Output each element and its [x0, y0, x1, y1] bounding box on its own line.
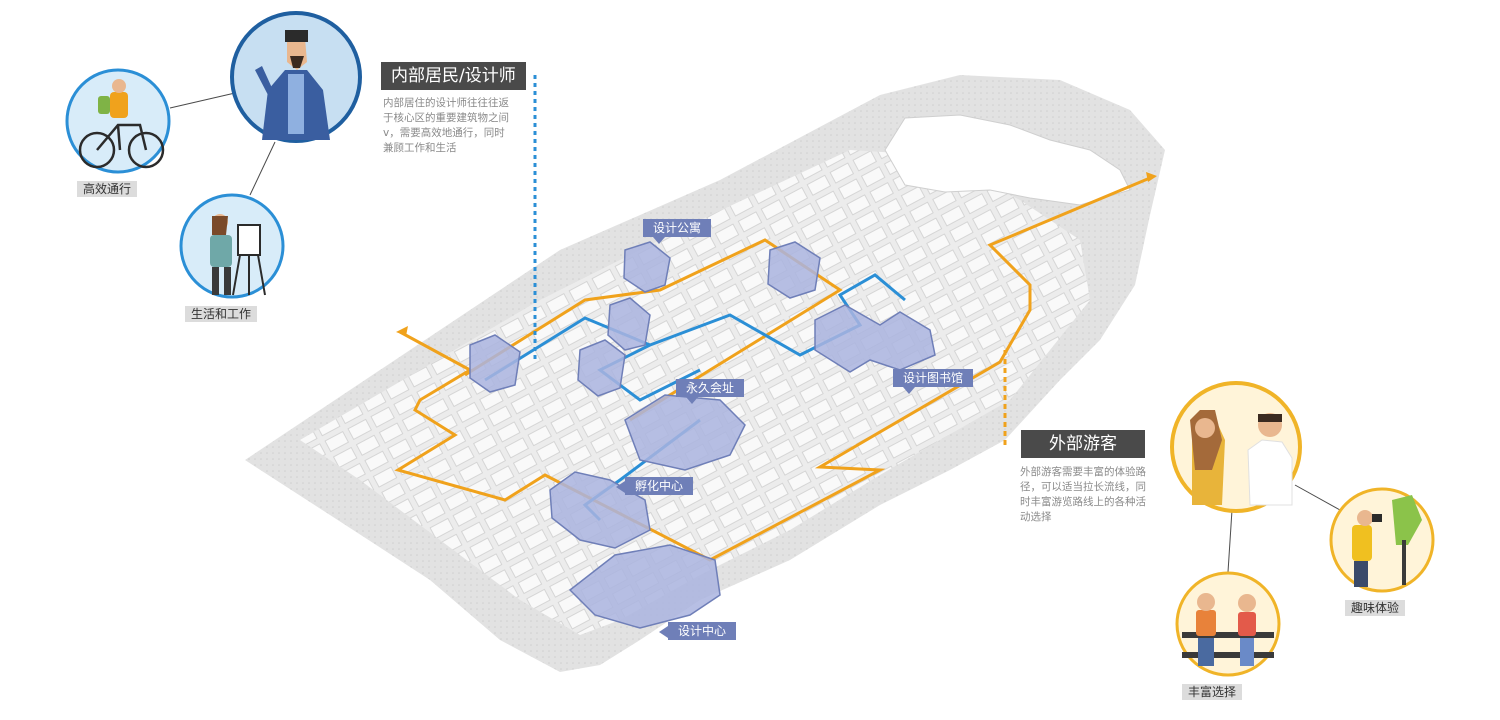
label-permanent-venue: 永久会址 [676, 379, 745, 404]
label-incubator: 孵化中心 [615, 477, 694, 495]
building-library [814, 304, 936, 373]
description-line: 内部居住的设计师往往往返 [383, 97, 509, 109]
painter-icon [179, 193, 285, 299]
building-design-center [568, 544, 721, 629]
visitors-icon [1170, 381, 1302, 513]
need-label-fun-experience: 趣味体验 [1345, 600, 1406, 616]
label-design-library: 设计图书馆 [893, 369, 974, 394]
connector-line [249, 141, 276, 196]
description-line: 于核心区的重要建筑物之间 [383, 112, 509, 124]
description-line: 兼顾工作和生活 [383, 142, 457, 154]
label-design-center: 设计中心 [658, 622, 737, 640]
internal-persona-description: 内部居住的设计师往往往返 于核心区的重要建筑物之间 v，需要高效地通行，同时 兼… [383, 96, 533, 156]
lake [884, 114, 1131, 206]
connector-line [1294, 484, 1341, 511]
building-permanent-venue [624, 394, 746, 471]
need-label-efficient-commute: 高效通行 [77, 181, 138, 197]
route-arrow-east-icon [1146, 172, 1157, 182]
external-persona-title: 外部游客 [1021, 430, 1145, 458]
description-line: 径，可以适当拉长流线，同 [1020, 481, 1146, 493]
description-line: 时丰富游览路线上的各种活 [1020, 496, 1146, 508]
connector-line [169, 92, 236, 109]
external-route-inner [464, 238, 843, 422]
couple-bench-icon [1175, 571, 1281, 677]
need-label-rich-choices: 丰富选择 [1182, 684, 1243, 700]
description-line: v，需要高效地通行，同时 [383, 127, 505, 139]
need-label-live-and-work: 生活和工作 [185, 306, 258, 322]
label-design-apartments: 设计公寓 [643, 219, 712, 244]
cyclist-icon [65, 68, 171, 174]
description-line: 外部游客需要丰富的体验路 [1020, 466, 1146, 478]
description-line: 动选择 [1020, 511, 1052, 523]
designer-icon [230, 11, 362, 143]
internal-persona-title: 内部居民/设计师 [381, 62, 526, 90]
building-apartments [469, 241, 821, 397]
connector-line [1227, 509, 1233, 573]
external-persona-description: 外部游客需要丰富的体验路 径，可以适当拉长流线，同 时丰富游览路线上的各种活 动… [1020, 465, 1170, 525]
route-arrow-west-icon [396, 326, 408, 336]
photographer-icon [1329, 487, 1435, 593]
